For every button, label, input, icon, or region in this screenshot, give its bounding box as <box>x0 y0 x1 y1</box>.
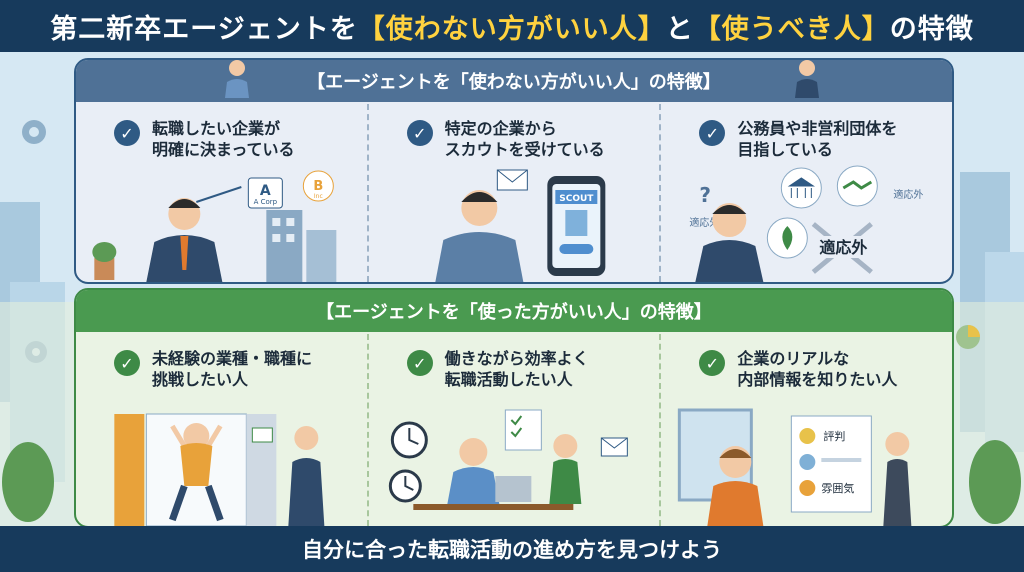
review-avatar-icon <box>799 428 816 444</box>
check-icon: ✓ <box>114 350 140 376</box>
person-icon <box>225 60 249 98</box>
benefit-column-3: ✓ 企業のリアルな 内部情報を知りたい人 評判 雰囲気 <box>661 334 952 526</box>
handshake-icon <box>837 165 879 207</box>
benefit-text: 働きながら効率よく 転職活動したい人 <box>444 349 589 389</box>
avatar-icon <box>799 454 816 470</box>
reason-text: 特定の企業から スカウトを受けている <box>444 119 605 159</box>
title-highlight-not-use: 【使わない方がいい人】 <box>357 13 666 45</box>
title-suffix: の特徴 <box>889 13 974 45</box>
check-icon: ✓ <box>114 120 140 146</box>
public-sector-illustration: ? 適応外 適応外 適応外 <box>690 165 924 282</box>
reason-item: ✓ 公務員や非営利団体を 目指している <box>699 118 897 160</box>
page-title: 第二新卒エージェントを【使わない方がいい人】と【使うべき人】の特徴 <box>0 0 1024 52</box>
company-b-letter: B <box>313 179 323 194</box>
company-b-label: Inc <box>314 193 323 200</box>
panel-heading-should-use: 【エージェントを「使った方がいい人」の特徴】 <box>76 290 952 332</box>
company-insight-illustration: 評判 雰囲気 <box>678 408 912 526</box>
benefit-column-1: ✓ 未経験の業種・職種に 挑戦したい人 <box>76 334 369 526</box>
check-icon: ✓ <box>699 350 726 376</box>
reason-column-3: ✓ 公務員や非営利団体を 目指している ? 適応外 適応外 適応外 <box>661 104 952 282</box>
title-prefix: 第二新卒エージェントを <box>50 13 358 45</box>
reason-column-2: ✓ 特定の企業から スカウトを受けている SCOUT <box>369 104 662 282</box>
footer-message: 自分に合った転職活動の進め方を見つけよう <box>0 526 1024 572</box>
not-suitable-vertical-left: 適応外 <box>690 216 720 229</box>
checklist-icon <box>504 409 542 451</box>
company-target-illustration: A A Corp B Inc <box>92 170 337 282</box>
benefit-text: 未経験の業種・職種に 挑戦したい人 <box>152 349 313 389</box>
reason-item: ✓ 特定の企業から スカウトを受けている <box>406 118 605 160</box>
mail-icon <box>600 437 628 457</box>
scout-label: SCOUT <box>559 194 594 204</box>
efficient-job-search-illustration <box>388 409 628 510</box>
question-icon: ? <box>700 183 712 207</box>
laptop-icon <box>251 427 273 443</box>
reason-text: 公務員や非営利団体を 目指している <box>737 119 898 159</box>
nonprofit-icon <box>767 217 809 259</box>
clock-icon <box>388 469 422 503</box>
panel-should-not-use: 【エージェントを「使わない方がいい人」の特徴】 ✓ 転職したい企業が 明確に決ま… <box>74 58 954 284</box>
benefit-text: 企業のリアルな 内部情報を知りたい人 <box>737 349 898 389</box>
title-mid: と <box>665 13 694 45</box>
company-a-letter: A <box>260 183 271 199</box>
check-icon: ✓ <box>406 350 433 376</box>
government-building-icon <box>781 167 823 209</box>
check-icon: ✓ <box>699 120 726 146</box>
benefit-column-2: ✓ 働きながら効率よく 転職活動したい人 <box>369 334 662 526</box>
check-icon: ✓ <box>406 120 433 146</box>
atmosphere-label: 雰囲気 <box>822 481 855 495</box>
not-suitable-vertical-right: 適応外 <box>894 188 924 201</box>
benefit-item: ✓ 企業のリアルな 内部情報を知りたい人 <box>699 348 897 390</box>
reason-item: ✓ 転職したい企業が 明確に決まっている <box>114 118 295 160</box>
pie-chart-icon <box>956 325 980 349</box>
company-a-label: A Corp <box>254 198 278 206</box>
panel-should-use: 【エージェントを「使った方がいい人」の特徴】 ✓ 未経験の業種・職種に 挑戦した… <box>74 288 954 528</box>
title-highlight-use: 【使うべき人】 <box>693 13 890 45</box>
not-suitable-label: 適応外 <box>820 238 868 257</box>
benefit-item: ✓ 未経験の業種・職種に 挑戦したい人 <box>114 348 312 390</box>
reason-text: 転職したい企業が 明確に決まっている <box>152 119 295 159</box>
clock-icon <box>390 421 428 459</box>
scout-message-illustration: SCOUT <box>435 169 606 282</box>
mail-icon <box>496 169 528 191</box>
benefit-item: ✓ 働きながら効率よく 転職活動したい人 <box>406 348 589 390</box>
new-career-door-illustration <box>114 413 325 526</box>
person-icon <box>795 60 819 98</box>
reason-column-1: ✓ 転職したい企業が 明確に決まっている A A Corp B Inc <box>76 104 369 282</box>
atmosphere-avatar-icon <box>799 480 816 496</box>
review-label: 評判 <box>824 429 846 443</box>
